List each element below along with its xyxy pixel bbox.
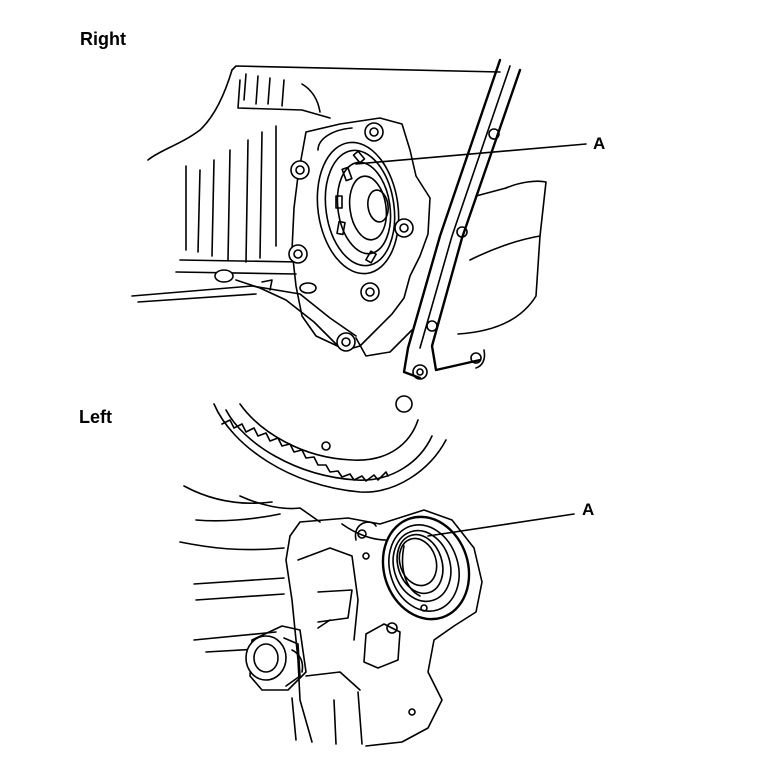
callout-label-a-left: A bbox=[582, 500, 595, 519]
section-label-left: Left bbox=[79, 407, 112, 427]
callout-label-a-right: A bbox=[593, 134, 606, 153]
right-side-drawing bbox=[131, 58, 587, 380]
section-label-right: Right bbox=[80, 29, 126, 49]
left-side-drawing bbox=[179, 395, 575, 747]
